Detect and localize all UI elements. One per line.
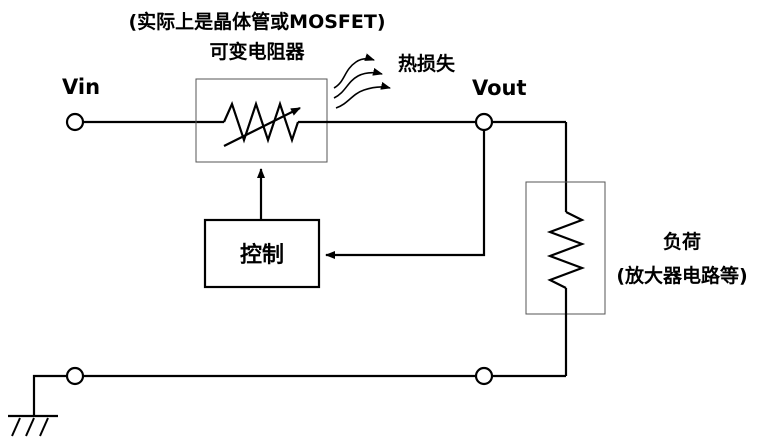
feedback-wire: [325, 130, 486, 259]
vin-label: Vin: [62, 75, 100, 99]
vout-label: Vout: [472, 76, 527, 100]
load-resistor-icon: [546, 211, 586, 289]
variable-resistor-icon: [222, 100, 301, 147]
ground-terminal-right: [474, 366, 494, 386]
heat-loss-arrows-icon: [333, 53, 391, 109]
heat-loss-label: 热损失: [398, 52, 456, 75]
resistor-title-label: 可变电阻器: [209, 40, 305, 63]
load-note-label: (放大器电路等): [616, 264, 747, 287]
variable-resistor-box: [195, 78, 328, 163]
resistor-note-label: (实际上是晶体管或MOSFET): [128, 10, 385, 33]
ground-lead-wire: [32, 374, 66, 416]
vin-terminal: [65, 112, 85, 132]
control-label: 控制: [240, 242, 284, 268]
load-title-label: 负荷: [663, 230, 701, 253]
ground-terminal-left: [65, 366, 85, 386]
ground-icon: [8, 414, 58, 437]
vout-terminal: [474, 112, 494, 132]
